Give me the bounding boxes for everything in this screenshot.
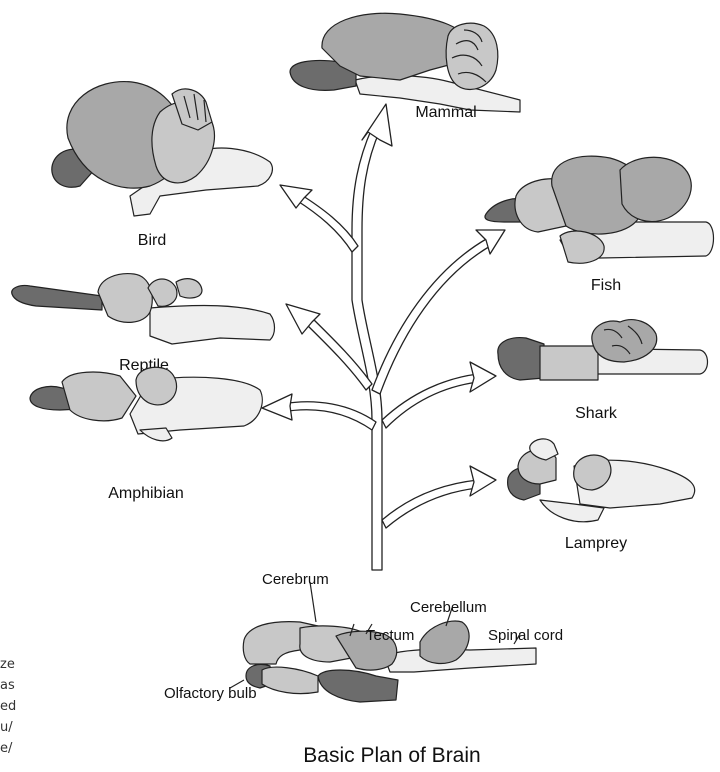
label-cerebellum: Cerebellum [410,599,487,616]
lamprey-brain [508,439,695,522]
reptile-brain [12,274,275,344]
side-text-line-1: ze [0,657,15,672]
side-text-line-2: as [0,678,15,693]
title-basic-plan: Basic Plan of Brain [303,744,480,767]
label-cerebrum: Cerebrum [262,571,329,588]
bird-brain [52,82,273,216]
mammal-brain [290,13,520,112]
arrow-to-amphibian [262,394,292,420]
label-shark: Shark [575,405,618,422]
fish-brain [485,156,714,263]
side-text-line-3: ed [0,699,16,714]
label-amphibian: Amphibian [108,485,184,502]
evolution-tree [262,104,505,570]
label-spinal-cord: Spinal cord [488,627,563,644]
side-text-line-4: u/ [0,720,13,735]
label-mammal: Mammal [415,104,476,121]
arrow-to-lamprey [470,466,496,496]
arrow-to-shark [470,362,496,392]
branch-to-shark [382,374,478,428]
amphibian-brain [30,367,262,441]
branch-to-bird [296,194,358,252]
side-text-line-5: e/ [0,741,13,756]
shark-brain [498,320,708,380]
label-fish: Fish [591,277,621,294]
label-tectum: Tectum [366,627,414,644]
side-text: ze as ed u/ e/ [0,657,16,756]
arrow-to-mammal [362,104,392,146]
branch-to-amphibian [282,402,376,430]
label-bird: Bird [138,232,166,249]
tree-trunk [352,128,382,570]
label-lamprey: Lamprey [565,535,627,552]
branch-to-lamprey [382,480,478,528]
label-olfactory-bulb: Olfactory bulb [164,685,257,702]
